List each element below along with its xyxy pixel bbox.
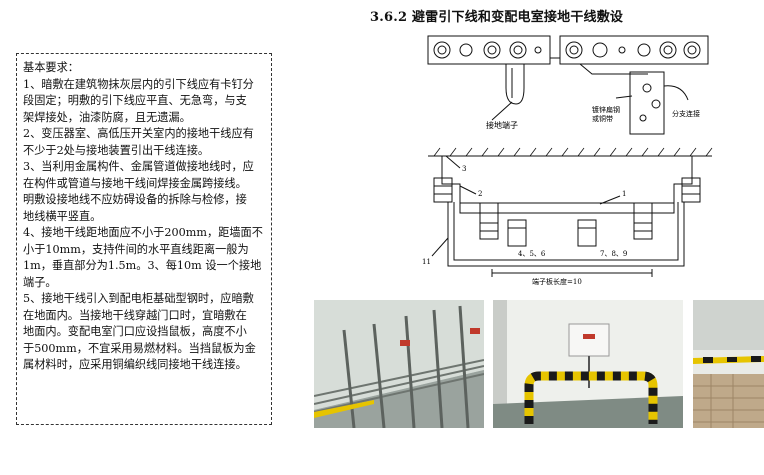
requirement-line: 在构件或管道与接地干线间焊接金属跨接线。	[23, 176, 247, 190]
terminal-lug	[505, 64, 525, 105]
requirement-line: 1m，垂直部分为1.5m。3、每10m 设一个接地	[23, 259, 262, 272]
requirement-line: 不少于2处与接地装置引出干线连接。	[23, 143, 210, 157]
requirement-line: 端子。	[23, 275, 57, 289]
label-n2: 2	[478, 190, 482, 198]
requirement-line: 明敷设接地线不应妨碍设备的拆除与检修，接	[23, 193, 247, 206]
grounding-diagram: 接地端子 镀锌扁钢 或铜带 分支连接 3 2 1 4、5、6 7、8、9 11 …	[422, 35, 713, 286]
requirement-line: 3、当利用金属构件、金属管道做接地线时，应	[23, 160, 254, 173]
requirement-line: 段固定；明敷的引下线应平直、无急弯，与支	[23, 94, 247, 107]
requirement-line: 架焊接处，油漆防腐，且无遗漏。	[23, 110, 191, 124]
label-n1: 1	[622, 190, 626, 198]
label-braid-1: 镀锌扁钢	[592, 105, 620, 114]
label-n4: 4、5、6	[518, 250, 546, 258]
bus-bar	[459, 202, 675, 214]
requirement-line: 在地面内。当接地干线穿越门口时，宜暗敷在	[23, 308, 247, 322]
requirement-line: 小于10mm，支持件间的水平直线距离一般为	[23, 242, 249, 256]
photo-distribution-box	[493, 300, 683, 428]
requirement-line: 1、暗敷在建筑物抹灰层内的引下线应有卡钉分	[23, 77, 254, 91]
requirement-line: 地线横平竖直。	[23, 209, 102, 223]
terminal-strip-right	[559, 35, 709, 65]
label-n7: 7、8、9	[600, 250, 627, 258]
label-n3: 3	[462, 165, 466, 173]
photo-door-baseboard	[693, 300, 764, 428]
label-branch: 分支连接	[672, 109, 700, 118]
branch-plate	[629, 71, 665, 135]
requirement-line: 于500mm，不宜采用易燃材料。当挡鼠板为金	[23, 341, 256, 355]
label-terminal: 接地端子	[486, 120, 518, 130]
terminal-strip-left	[427, 35, 551, 65]
label-n11: 11	[422, 258, 431, 266]
requirement-line: 5、接地干线引入到配电柜基础型钢时，应暗敷	[23, 292, 254, 305]
label-plate-length: 端子板长度=10	[532, 277, 582, 286]
requirement-line: 属材料时，应采用铜编织线同接地干线连接。	[23, 358, 247, 371]
requirements-box: 基本要求： 1、暗敷在建筑物抹灰层内的引下线应有卡钉分 段固定；明敷的引下线应平…	[16, 53, 272, 425]
requirement-line: 4、接地干线距地面应不小于200mm，距墙面不	[23, 226, 263, 239]
requirement-line: 2、变压器室、高低压开关室内的接地干线应有	[23, 127, 254, 140]
photo-wall-grounding-bars	[314, 300, 484, 428]
requirements-heading: 基本要求：	[23, 61, 79, 74]
label-braid-2: 或铜带	[592, 114, 613, 123]
requirement-line: 地面内。变配电室门口应设挡鼠板，高度不小	[23, 325, 247, 338]
section-title: 3.6.2 避雷引下线和变配电室接地干线敷设	[370, 10, 624, 25]
